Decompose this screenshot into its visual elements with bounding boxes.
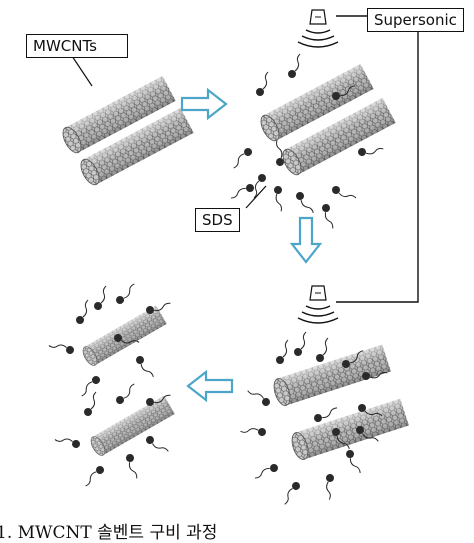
mwcnt-with-sds xyxy=(230,53,397,229)
ultrasonic-transducer-icon xyxy=(297,9,339,48)
arrow-down-icon xyxy=(290,216,322,264)
supersonic-label: Supersonic xyxy=(367,8,464,32)
ultrasonic-transducer-icon xyxy=(297,285,339,324)
arrow-right-icon xyxy=(180,88,228,120)
coated-mwcnt-bundle xyxy=(239,331,410,507)
mwcnts-label: MWCNTs xyxy=(26,34,128,58)
figure-caption: 1. MWCNT 솔벤트 구비 과정 xyxy=(0,523,218,543)
sds-label: SDS xyxy=(195,208,240,232)
dispersed-mwcnt xyxy=(48,279,176,491)
mwcnt-bundle xyxy=(58,55,195,189)
arrow-left-icon xyxy=(186,370,234,402)
